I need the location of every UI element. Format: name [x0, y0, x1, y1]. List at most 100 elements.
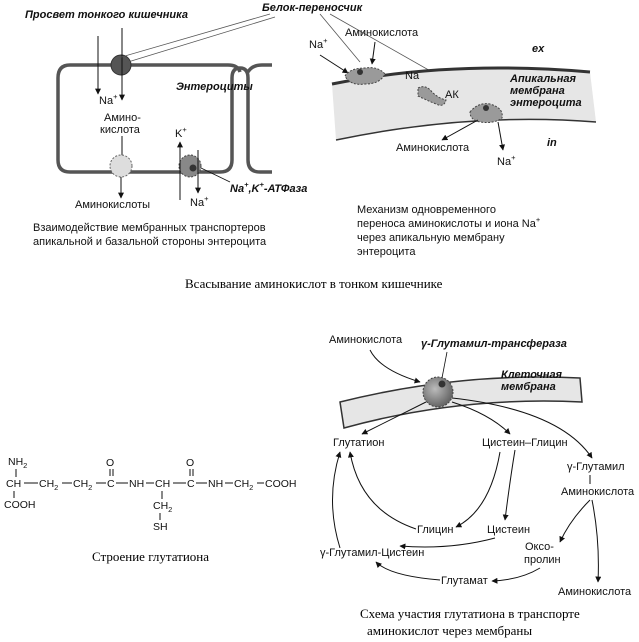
right-caption-line4: энтероцита — [357, 246, 416, 258]
carrier-protein-outer — [344, 67, 386, 85]
o1: O — [106, 457, 114, 469]
enterocyte-panel: Просвет тонкого кишечника Энтероциты Na+… — [25, 9, 307, 248]
amino-enter-arrow — [369, 41, 376, 65]
na-bottom-right-sup: + — [511, 153, 516, 162]
right-caption-line3: через апикальную мембрану — [357, 232, 505, 244]
carrier-na-site — [357, 69, 363, 75]
k-label: K+ — [175, 125, 187, 140]
amino-mid-line1: Амино- — [104, 112, 141, 124]
node-glut-cys: γ-Глутамил-Цистеин — [320, 547, 424, 559]
enzyme-label: γ-Глутамил-трансфераза — [421, 338, 567, 350]
right-caption-line2-text: переноса аминокислоты и иона Na — [357, 218, 537, 230]
na-top-sup: + — [113, 92, 118, 101]
atpase-na: Na — [230, 183, 244, 195]
cycle-caption-line2: аминокислот через мембраны — [367, 623, 532, 638]
na-enter-arrow — [319, 54, 349, 74]
node-gamma-glut-line1: γ-Глутамил — [567, 461, 625, 473]
apical-transporter — [110, 54, 132, 76]
cys-to-gglutcys-arrow — [399, 537, 496, 550]
chain1-text: CH — [39, 478, 54, 490]
chain1: CH2 — [39, 478, 58, 492]
enzyme-to-cysgly-arrow — [451, 401, 511, 435]
node-oxo-line2: пролин — [524, 554, 561, 566]
enzyme-pointer — [441, 351, 448, 379]
na-inner-label: Na — [405, 70, 420, 82]
c2: C — [187, 478, 195, 490]
amino-top-label: Аминокислота — [345, 27, 419, 39]
carrier-pointer-left-a — [127, 16, 276, 63]
glutamate-to-gglutcys-arrow — [375, 561, 441, 581]
apical-label-line3: энтероцита — [510, 97, 582, 109]
ch2-right: CH2 — [234, 478, 253, 492]
node-cys-gly: Цистеин–Глицин — [482, 437, 568, 449]
ak-inner-label: АК — [445, 89, 459, 101]
node-oxo-line1: Оксо- — [525, 541, 554, 553]
nh1: NH — [129, 478, 144, 490]
chain1-sub: 2 — [54, 483, 58, 492]
na-release-arrow — [497, 121, 506, 151]
atpase-k: ,K — [247, 183, 260, 195]
cycle-caption-line1: Схема участия глутатиона в транспорте — [360, 606, 580, 621]
carrier-protein-transit — [417, 86, 447, 106]
enterocyte-apical-membrane — [130, 63, 242, 73]
amino-in-arrow — [369, 349, 421, 384]
atpase-rest: -АТФаза — [264, 183, 308, 195]
cell-membrane-band — [339, 376, 583, 429]
node-cysteine: Цистеин — [487, 524, 530, 536]
atpase-k-sup: + — [259, 180, 264, 189]
right-caption-line2-sup: + — [536, 215, 541, 224]
glutathione-structure: NH2 CH CH2 CH2 C O NH CH C O NH CH2 COOH… — [4, 456, 297, 564]
na-left-label: Na+ — [309, 36, 328, 51]
carrier-protein-inner — [469, 103, 503, 123]
basal-amino-transporter — [109, 154, 133, 178]
cysgly-to-gly-arrow — [455, 451, 501, 528]
main-caption: Всасывание аминокислот в тонком кишечник… — [185, 276, 443, 291]
nh2-sub: 2 — [23, 461, 27, 470]
chain2-text: CH — [73, 478, 88, 490]
atpase-pointer-line — [200, 167, 231, 183]
na-bottom-text: Na — [190, 197, 205, 209]
na-left-text: Na — [309, 39, 324, 51]
apical-membrane-band — [332, 68, 596, 140]
carrier-pointer-right-a — [319, 13, 361, 63]
enterocytes-label: Энтероциты — [176, 81, 253, 93]
ch2-right-sub: 2 — [249, 483, 253, 492]
na-k-atpase — [178, 154, 202, 178]
gamma-glutamyl-cycle: Аминокислота γ-Глутамил-трансфераза Клет… — [320, 334, 635, 638]
right-caption-line2: переноса аминокислоты и иона Na+ — [357, 215, 541, 230]
amino-release-arrow — [441, 119, 479, 141]
enzyme-to-gglut-arrow — [451, 397, 593, 459]
na-bottom-right-label: Na+ — [497, 153, 516, 168]
gamma-gt-active-site — [438, 380, 446, 388]
in-label: in — [547, 137, 557, 149]
atpase-na-sup: + — [244, 180, 249, 189]
na-top-text: Na — [99, 95, 114, 107]
ch2-sh-sub: 2 — [168, 505, 172, 514]
na-bottom-label: Na+ — [190, 194, 209, 209]
amino-bottom-right-label: Аминокислота — [396, 142, 470, 154]
gly-to-gsh-arrow — [347, 451, 417, 530]
cysgly-to-cys-arrow — [502, 449, 516, 521]
ch2-sh-text: CH — [153, 500, 168, 512]
chain2-sub: 2 — [88, 483, 92, 492]
node-glycine: Глицин — [417, 524, 453, 536]
left-caption-line2: апикальной и базальной стороны энтероцит… — [33, 236, 267, 248]
na-bottom-right-text: Na — [497, 156, 512, 168]
atpase-core — [189, 164, 197, 172]
carrier-title: Белок-переносчик — [262, 2, 364, 14]
na-bottom-sup: + — [204, 194, 209, 203]
gglutcys-to-gsh-arrow — [332, 451, 342, 549]
node-glutathione: Глутатион — [333, 437, 384, 449]
o2: O — [186, 457, 194, 469]
gsh-to-enzyme-arrow — [361, 401, 427, 435]
gglut-to-amino-out-arrow — [591, 499, 602, 583]
amino-bottom-label: Аминокислоты — [75, 199, 150, 211]
carrier-inner-site — [483, 105, 489, 111]
amino-mid-line2: кислота — [100, 124, 141, 136]
apical-label-line2: мембрана — [510, 85, 565, 97]
cycle-amino-in: Аминокислота — [329, 334, 403, 346]
k-label-text: K — [175, 128, 183, 140]
gamma-gt-enzyme — [422, 376, 454, 408]
node-gamma-glut-line2: Аминокислота — [561, 486, 635, 498]
chain2: CH2 — [73, 478, 92, 492]
